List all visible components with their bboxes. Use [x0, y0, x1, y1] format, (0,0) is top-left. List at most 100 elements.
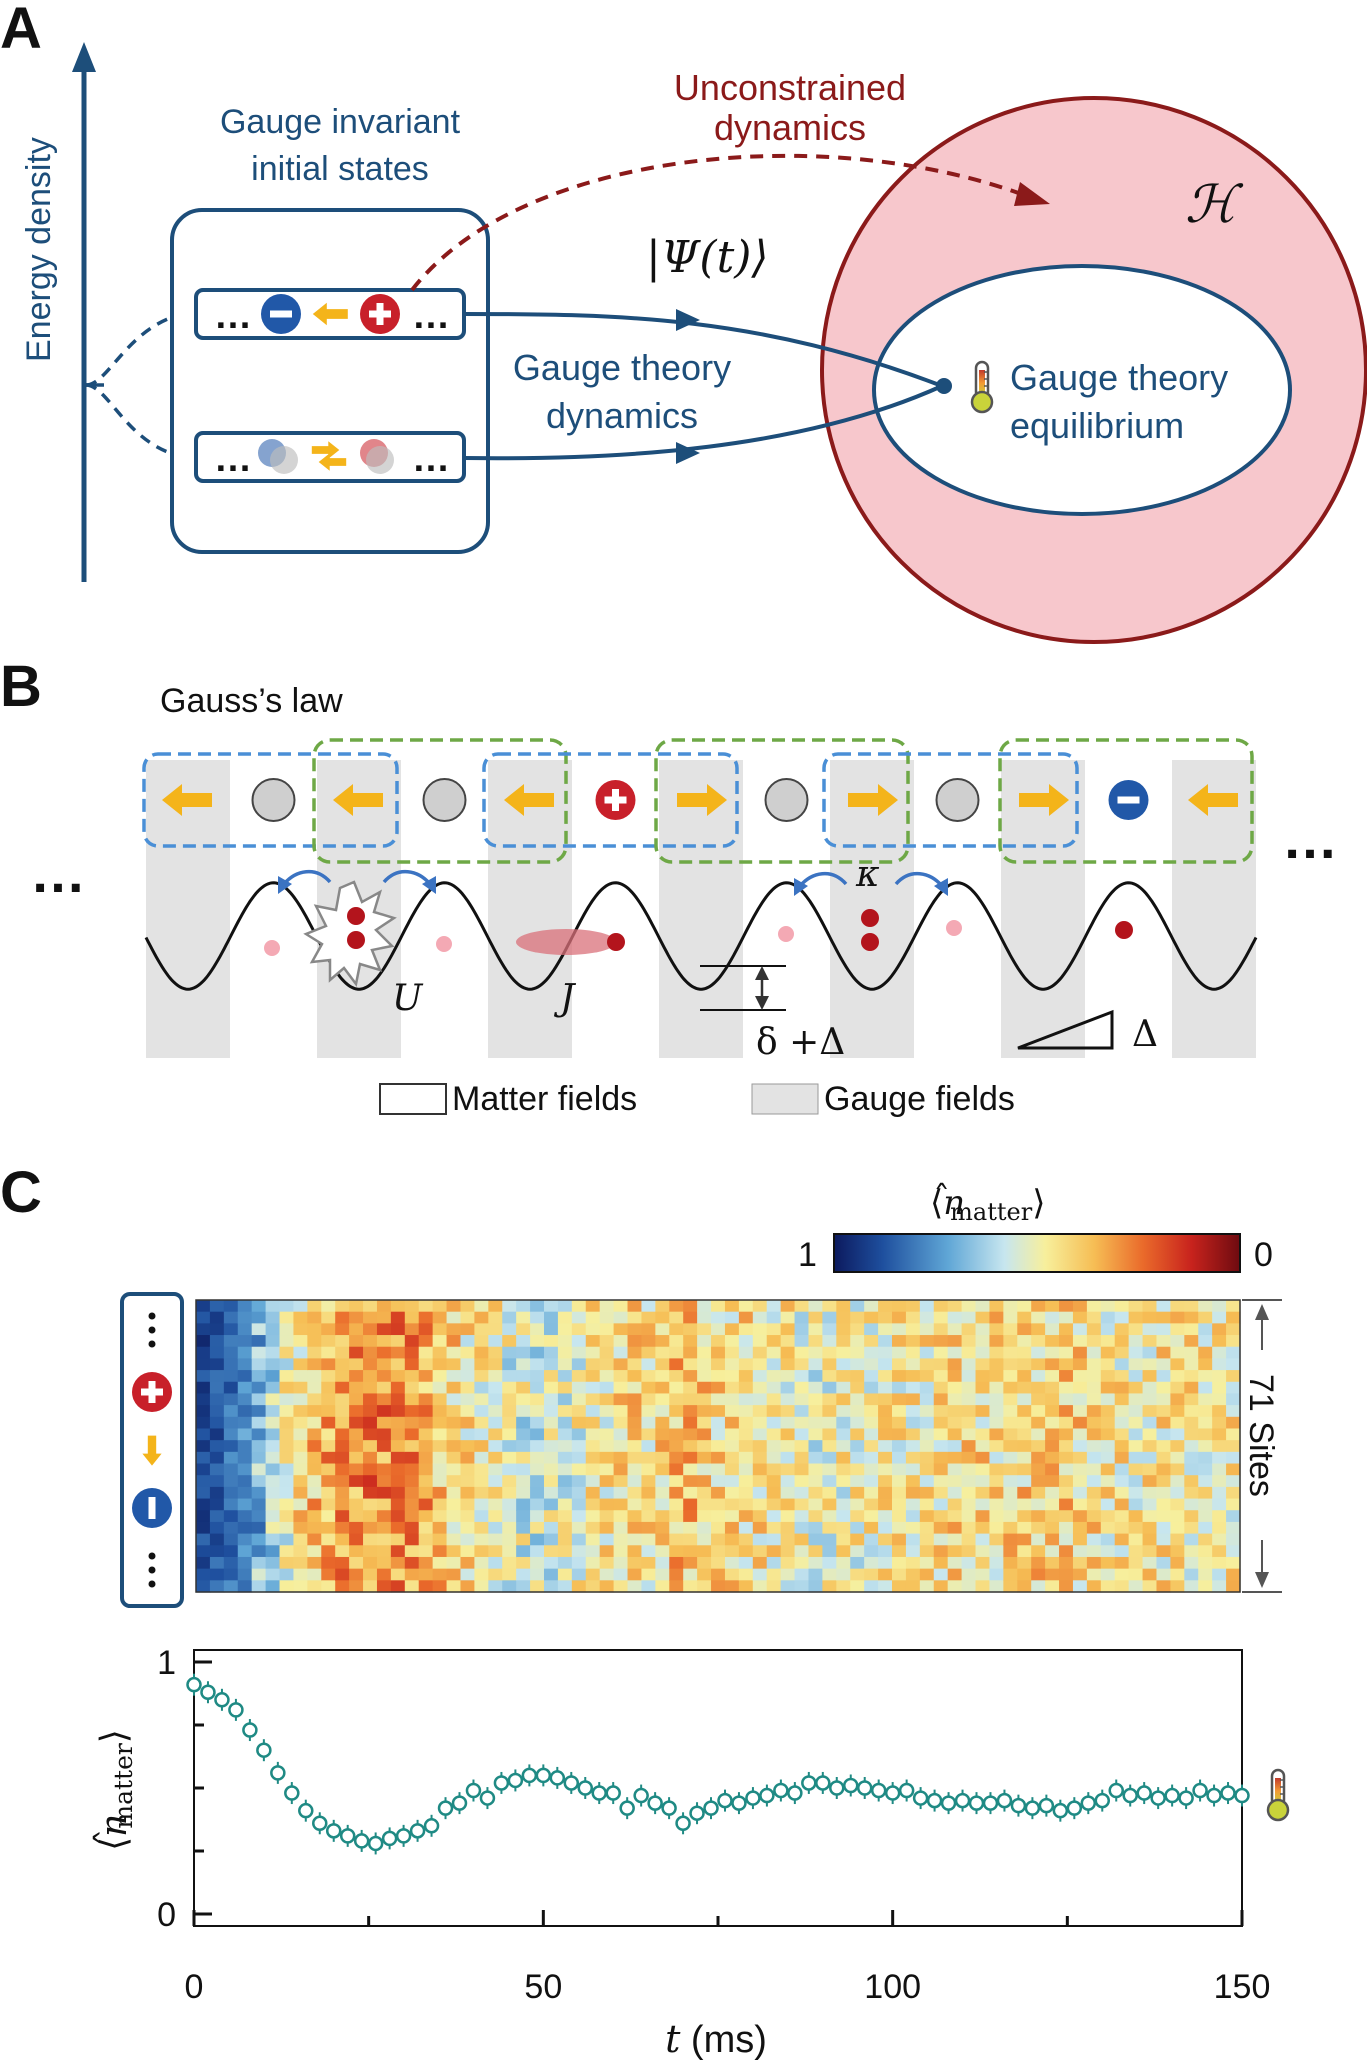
heatmap-cell [850, 1300, 865, 1313]
heatmap-cell [933, 1533, 949, 1546]
heatmap-cell [1128, 1463, 1144, 1476]
ellipsis-left-2: … [214, 438, 252, 480]
heatmap-cell [794, 1510, 810, 1523]
negative-charge-icon [1108, 780, 1149, 820]
ellipsis-right-2: … [412, 438, 450, 480]
data-point [200, 1684, 216, 1700]
heatmap-cell [1045, 1370, 1060, 1383]
heatmap-cell [892, 1451, 907, 1465]
heatmap-cell [683, 1335, 698, 1348]
heatmap-cell [265, 1381, 281, 1395]
energy-axis-label: Energy density [20, 137, 58, 362]
heatmap-cell [1003, 1428, 1018, 1441]
heatmap-cell [669, 1580, 684, 1593]
heatmap-cell [641, 1358, 656, 1371]
heatmap-cell [1003, 1463, 1018, 1476]
colorbar-label: ⟨n̂matter⟩ [930, 1183, 1045, 1226]
heatmap-cell [613, 1475, 629, 1488]
heatmap-cell [752, 1521, 768, 1535]
heatmap-cell [850, 1556, 865, 1570]
heatmap-cell [530, 1545, 545, 1558]
heatmap-cell [599, 1533, 615, 1546]
heatmap-cell [1212, 1510, 1227, 1523]
equilibrium-point [936, 378, 952, 394]
heatmap-cell [432, 1335, 448, 1348]
heatmap-cell [1128, 1323, 1144, 1336]
axis-ticks [192, 1660, 1244, 1926]
heatmap-cell [850, 1463, 865, 1476]
heatmap-cell [627, 1510, 643, 1523]
heatmap-cell [418, 1498, 434, 1511]
heatmap-cell [1142, 1486, 1158, 1500]
heatmap-cell [544, 1335, 559, 1348]
heatmap-cell [209, 1486, 225, 1500]
heatmap-cell [502, 1370, 517, 1383]
heatmap-cell [1170, 1381, 1185, 1395]
equilibrium-label-line2: equilibrium [1010, 405, 1184, 446]
heatmap-cell [822, 1335, 837, 1348]
heatmap-cell [961, 1428, 977, 1441]
heatmap-cell [585, 1510, 601, 1523]
heatmap-cell [209, 1463, 225, 1476]
data-point [1024, 1800, 1041, 1816]
heatmap-cell [307, 1300, 322, 1313]
x-axis-label: t (ms) [665, 2017, 767, 2061]
heatmap-cell [711, 1416, 726, 1430]
heatmap-cell [349, 1323, 364, 1336]
heatmap-cell [1114, 1311, 1130, 1324]
heatmap-cell [557, 1300, 573, 1313]
gauge-dynamics-curve-lower [463, 384, 943, 461]
heatmap-cell [711, 1580, 726, 1593]
heatmap-cell [836, 1498, 851, 1511]
data-point [242, 1722, 258, 1738]
heatmap-cell [766, 1416, 782, 1430]
heatmap-cell [1003, 1393, 1018, 1406]
heatmap-cell [293, 1440, 308, 1453]
heatmap-cell [1059, 1580, 1074, 1593]
heatmap-cell [780, 1428, 796, 1441]
heatmap-cell [1184, 1428, 1199, 1441]
heatmap-cell [683, 1300, 698, 1313]
heatmap-cell [738, 1323, 754, 1336]
heatmap-cell [738, 1300, 754, 1313]
heatmap-cell [613, 1393, 629, 1406]
heatmap-cell [307, 1556, 322, 1570]
heatmap-cell [1114, 1300, 1130, 1313]
heatmap-cell [571, 1580, 587, 1593]
heatmap-cell [738, 1556, 754, 1570]
heatmap-cell [363, 1381, 378, 1395]
heatmap-cell [919, 1300, 935, 1313]
heatmap-cell [947, 1300, 963, 1313]
heatmap-cell [1226, 1405, 1241, 1418]
heatmap-cell [892, 1568, 907, 1581]
heatmap-cell [474, 1440, 489, 1453]
heatmap-cell [446, 1486, 462, 1500]
heatmap-cell [516, 1463, 531, 1476]
heatmap-cell [850, 1486, 865, 1500]
heatmap-cell [641, 1580, 656, 1593]
heatmap-cell [209, 1556, 225, 1570]
heatmap-cell [1031, 1405, 1046, 1418]
heatmap-cell [265, 1346, 281, 1359]
heatmap-cell [947, 1335, 963, 1348]
heatmap-cell [1184, 1498, 1199, 1511]
heatmap-cell [432, 1393, 448, 1406]
heatmap-cell [460, 1381, 475, 1395]
heatmap-cell [488, 1568, 503, 1581]
ellipsis-right-1: … [412, 295, 450, 337]
heatmap-cell [223, 1346, 239, 1359]
heatmap-cell [1045, 1323, 1060, 1336]
panel-b-label: B [0, 654, 42, 719]
heatmap-cell [488, 1370, 503, 1383]
heatmap-cell [1212, 1545, 1227, 1558]
heatmap-cell [752, 1370, 768, 1383]
heatmap-cell [404, 1405, 420, 1418]
heatmap-cell [279, 1311, 295, 1324]
heatmap-cell [919, 1510, 935, 1523]
heatmap-cell [265, 1463, 281, 1476]
heatmap-cell [975, 1370, 991, 1383]
heatmap-cell [557, 1428, 573, 1441]
heatmap-cell [474, 1463, 489, 1476]
heatmap-cell [822, 1381, 837, 1395]
heatmap-cell [864, 1346, 879, 1359]
